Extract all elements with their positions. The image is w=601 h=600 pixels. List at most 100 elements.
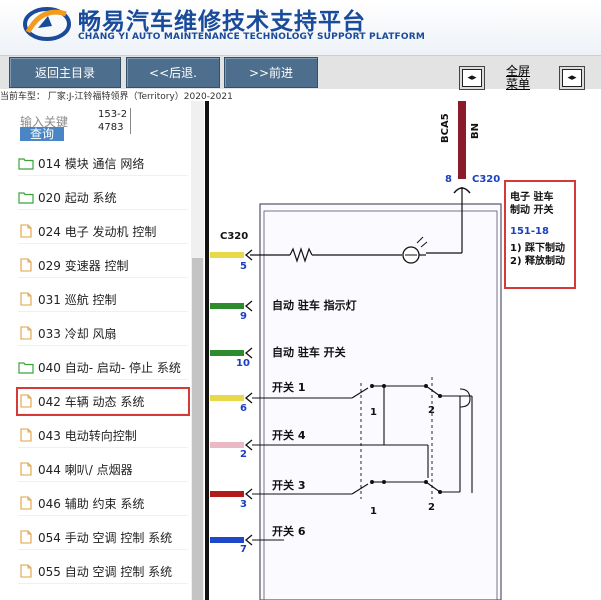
document-icon — [20, 326, 32, 340]
collapse-sidebar-button[interactable]: ◂▸ — [459, 66, 485, 90]
pin-7-label: 7 — [240, 544, 247, 555]
pin-6-label: 6 — [240, 403, 247, 414]
sidebar: 输入关键 查询 153-24783 014 模块 通信 网络 020 起动 系统 0… — [0, 101, 204, 600]
pin-2-label: 2 — [240, 449, 247, 460]
tree-item[interactable]: 054 手动 空调 控制 系统 — [18, 525, 188, 550]
sidebar-scrollbar-thumb[interactable] — [192, 258, 203, 600]
wire-pin5-yellow — [210, 252, 244, 258]
home-button[interactable]: 返回主目录 — [9, 57, 121, 88]
document-icon — [20, 394, 32, 408]
wire-pin10-green — [210, 350, 244, 356]
lamp-ray-icon — [420, 241, 428, 248]
wire-pin2-pink — [210, 442, 244, 448]
tree-item-label: 055 自动 空调 控制 系统 — [38, 564, 173, 579]
pin-chevron-2 — [244, 439, 253, 451]
connector-top-label: C320 — [472, 174, 501, 185]
switch-module-box — [259, 203, 502, 600]
toolbar: 返回主目录 <<后退. >>前进 ◂▸ 全屏 菜单 ◂▸ — [0, 55, 601, 91]
pin-chevron-7 — [244, 534, 253, 546]
wire-pin7-blue — [210, 537, 244, 543]
tree-item-label: 029 变速器 控制 — [38, 258, 129, 273]
tree-item-label: 033 冷却 风扇 — [38, 326, 117, 341]
tree-item-label: 054 手动 空调 控制 系统 — [38, 530, 173, 545]
contact-dot — [438, 394, 442, 398]
brand-logo-icon — [23, 7, 71, 41]
contact-dot — [424, 480, 428, 484]
pin-10-label: 10 — [236, 358, 250, 369]
folder-icon — [18, 192, 34, 204]
callout-title-1: 电子 驻车 — [510, 192, 554, 203]
fullscreen-menu-line2: 菜单 — [506, 77, 531, 91]
fullscreen-menu-line1: 全屏 — [506, 64, 531, 78]
pin-chevron-5 — [244, 249, 253, 261]
contact-1-top: 1 — [370, 407, 377, 418]
document-icon — [20, 462, 32, 476]
document-icon — [20, 564, 32, 578]
platform-title: 畅易汽车维修技术支持平台 — [78, 9, 366, 35]
contact-dot — [382, 384, 386, 388]
callout-ref[interactable]: 151-18 — [510, 226, 549, 237]
callout-item-2: 2) 释放制动 — [510, 256, 566, 267]
forward-button[interactable]: >>前进 — [224, 57, 318, 88]
tree-item[interactable]: 042 车辆 动态 系统 — [16, 387, 190, 416]
tree-item-label: 042 车辆 动态 系统 — [38, 394, 145, 409]
contact-dot — [382, 480, 386, 484]
pin-chevron-10 — [244, 347, 253, 359]
tree-item-label: 040 自动- 启动- 停止 系统 — [38, 360, 181, 375]
pin-chevron-6 — [244, 392, 253, 404]
tree-item-label: 046 辅助 约束 系统 — [38, 496, 145, 511]
switch-6-label: 开关 6 — [272, 525, 306, 538]
wiring-diagram-canvas — [205, 101, 502, 600]
wire-pin9-green — [210, 303, 244, 309]
callout-title-2: 制动 开关 — [510, 205, 554, 216]
switch-4-label: 开关 4 — [272, 429, 306, 442]
tree-item[interactable]: 040 自动- 启动- 停止 系统 — [18, 355, 188, 380]
app-header: 畅易汽车维修技术支持平台 CHANG YI AUTO MAINTENANCE T… — [0, 0, 601, 55]
switch4b-blade — [425, 481, 441, 493]
switch2-blade — [425, 385, 441, 397]
callout-item-1: 1) 踩下制动 — [510, 243, 566, 254]
wire-color-label: BN — [470, 123, 481, 139]
wire-pin6-yellow — [210, 395, 244, 401]
expand-button[interactable]: ◂▸ — [559, 66, 585, 90]
contact-dot — [370, 384, 374, 388]
tree-item-label: 044 喇叭/ 点烟器 — [38, 462, 133, 477]
folder-icon — [18, 158, 34, 170]
lamp-ray-icon — [416, 236, 424, 244]
component-callout[interactable]: 电子 驻车 制动 开关 151-18 1) 踩下制动 2) 释放制动 — [504, 180, 576, 289]
tree-item[interactable]: 031 巡航 控制 — [18, 287, 188, 312]
tree-item[interactable]: 024 电子 发动机 控制 — [18, 219, 188, 244]
panel-toggle-icon: ◂▸ — [462, 69, 482, 87]
fullscreen-menu-link[interactable]: 全屏 菜单 — [506, 65, 530, 91]
tree-item-label: 014 模块 通信 网络 — [38, 156, 145, 171]
tree-item[interactable]: 033 冷却 风扇 — [18, 321, 188, 346]
pin-8-label: 8 — [445, 174, 452, 185]
tree-item-label: 031 巡航 控制 — [38, 292, 117, 307]
wire-crossover — [459, 388, 471, 408]
document-icon — [20, 496, 32, 510]
document-icon — [20, 292, 32, 306]
search-label: 输入关键 — [20, 115, 69, 129]
tree-item[interactable]: 014 模块 通信 网络 — [18, 151, 188, 176]
folder-icon — [18, 362, 34, 374]
platform-subtitle: CHANG YI AUTO MAINTENANCE TECHNOLOGY SUP… — [78, 32, 426, 42]
search-input[interactable]: 153-24783 — [98, 108, 131, 134]
tree-item[interactable]: 055 自动 空调 控制 系统 — [18, 559, 188, 584]
tree-item[interactable]: 044 喇叭/ 点烟器 — [18, 457, 188, 482]
current-vehicle-info: 当前车型： 厂家:J-江铃福特领界（Territory）2020-2021 — [0, 92, 233, 102]
back-button[interactable]: <<后退. — [126, 57, 220, 88]
tree-item[interactable]: 029 变速器 控制 — [18, 253, 188, 278]
document-icon — [20, 530, 32, 544]
tree-item[interactable]: 046 辅助 约束 系统 — [18, 491, 188, 516]
resistor-icon — [289, 247, 313, 263]
tree-item[interactable]: 043 电动转向控制 — [18, 423, 188, 448]
autohold-indicator-label: 自动 驻车 指示灯 — [272, 299, 357, 312]
tree-item-label: 043 电动转向控制 — [38, 428, 137, 443]
pin-chevron-3 — [244, 488, 253, 500]
autohold-switch-label: 自动 驻车 开关 — [272, 346, 346, 359]
wiring-diagram: BCA5 BN 8 C320 C320 5 9 10 6 2 3 7 自动 驻车… — [204, 101, 601, 600]
expand-arrows-icon: ◂▸ — [562, 69, 582, 87]
tree-item[interactable]: 020 起动 系统 — [18, 185, 188, 210]
search-button[interactable]: 查询 — [20, 127, 64, 141]
tree-item-label: 024 电子 发动机 控制 — [38, 224, 157, 239]
